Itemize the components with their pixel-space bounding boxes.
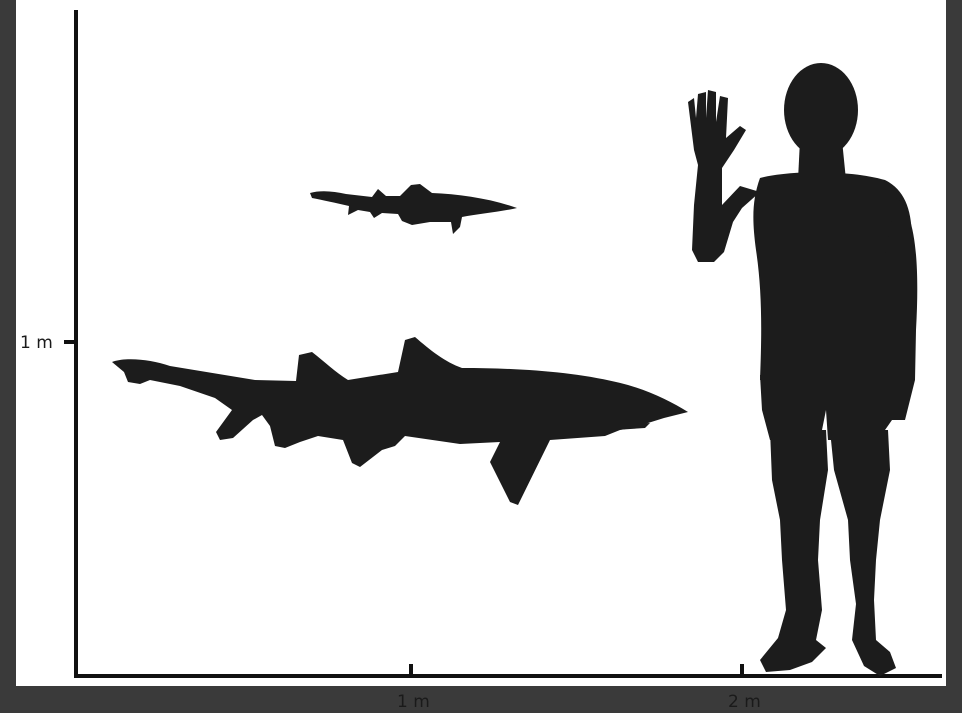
y-tick-label-1m: 1 m [20,333,53,353]
x-tick-label-2m: 2 m [728,692,761,712]
x-tick-label-1m: 1 m [397,692,430,712]
